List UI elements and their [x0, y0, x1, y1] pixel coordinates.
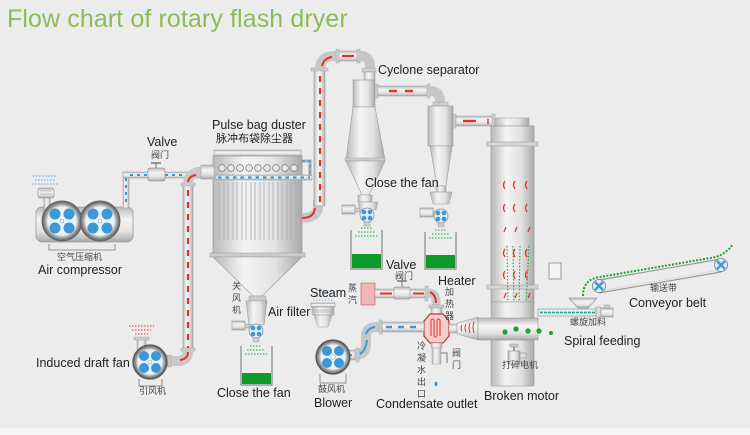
air-compressor-cn-label: 空气压缩机	[57, 253, 103, 263]
closing-fan-cn-label: 关风机	[232, 282, 242, 316]
condensate-valve-cn-label: 阀门	[452, 349, 462, 371]
blower-label: Blower	[314, 396, 353, 410]
steam-cn-label: 蒸汽	[348, 284, 358, 306]
exhaust-pipe	[164, 167, 213, 368]
steam-label: Steam	[310, 286, 347, 300]
duster-to-cyclone-pipe	[310, 48, 377, 207]
heater-cn-label: 加热器	[445, 288, 455, 322]
air-compressor-label: Air compressor	[38, 263, 123, 277]
conveyor-belt-label: Conveyor belt	[629, 296, 707, 310]
conveyor-belt-cn-label: 输送带	[650, 284, 678, 294]
pulse-bag-duster-cn-label: 脉冲布袋除尘器	[216, 132, 293, 145]
condensate-outlet-cn-label: 冷凝水出口	[417, 342, 427, 400]
close-the-fan-bottom-label: Close the fan	[217, 386, 291, 400]
drying-tower	[477, 117, 562, 387]
broken-motor-label: Broken motor	[484, 389, 560, 403]
induced-draft-fan-label: Induced draft fan	[36, 356, 130, 370]
spiral-feeder	[537, 297, 614, 318]
spiral-feeding-label: Spiral feeding	[564, 334, 641, 348]
close-the-fan-top-label: Close the fan	[365, 176, 439, 190]
condensate-outlet-label: Condensate outlet	[376, 397, 478, 411]
valve-mid-cn-label: 阀门	[395, 272, 414, 282]
heater-label: Heater	[438, 274, 476, 288]
pulse-bag-duster-label: Pulse bag duster	[212, 118, 306, 132]
cyclone-separator-label: Cyclone separator	[378, 63, 480, 77]
induced-draft-fan-cn-label: 引风机	[139, 387, 167, 397]
blower	[310, 291, 425, 384]
closing-fan-top-right	[419, 207, 457, 270]
secondary-cyclone	[427, 105, 496, 205]
bottom-edge	[0, 428, 750, 435]
conveyor-belt	[582, 243, 734, 297]
valve-mid-label: Valve	[386, 258, 417, 272]
cyclone-separator	[344, 71, 449, 203]
valve-left-label: Valve	[147, 135, 178, 149]
blower-cn-label: 鼓风机	[318, 385, 346, 395]
valve-left-cn-label: 阀门	[151, 151, 170, 161]
closing-fan-top-left	[341, 201, 383, 270]
spiral-feeding-cn-label: 螺旋加料	[570, 318, 607, 328]
air-filter	[231, 300, 273, 386]
broken-motor-cn-label: 打碎电机	[502, 361, 539, 371]
steam-inlet	[360, 280, 445, 309]
pulse-bag-duster	[200, 149, 323, 302]
air-filter-label: Air filter	[268, 305, 311, 319]
diagram-title: Flow chart of rotary flash dryer	[7, 5, 348, 33]
air-compressor	[32, 175, 134, 251]
induced-draft-fan	[129, 325, 169, 387]
